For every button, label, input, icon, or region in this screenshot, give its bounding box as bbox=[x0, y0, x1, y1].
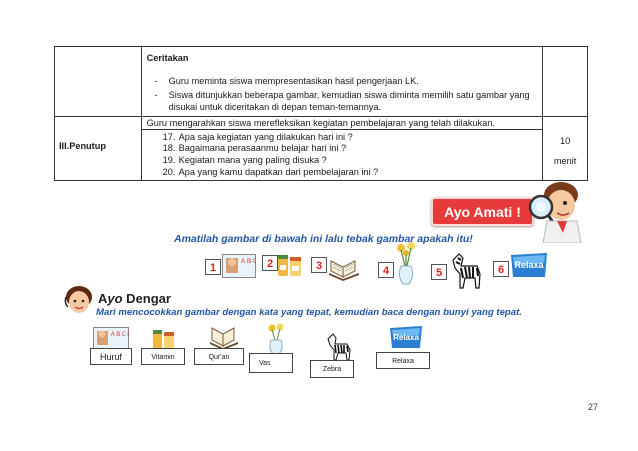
word-box-huruf[interactable]: Huruf bbox=[90, 348, 132, 365]
ayo-dengar-title: Ayo Dengar bbox=[98, 291, 171, 306]
quran-book-image bbox=[210, 327, 238, 350]
flower-vase-image bbox=[268, 323, 284, 355]
question-item: 18.Bagaimana perasaanmu belajar hari ini… bbox=[162, 143, 347, 154]
relaxa-candy-image: Relaxa bbox=[390, 326, 422, 348]
boy-magnifier-illustration bbox=[528, 182, 582, 243]
word-box-zebra[interactable]: Zebra bbox=[310, 360, 354, 378]
list-item: Siswa ditunjukkan beberapa gambar, kemud… bbox=[147, 89, 538, 114]
question-item: 19.Kegiatan mana yang paling disuka ? bbox=[162, 155, 327, 166]
number-badge: 4 bbox=[378, 262, 394, 278]
table-row: Ceritakan Guru meminta siswa mempresenta… bbox=[54, 46, 588, 117]
stage-label: III.Penutup bbox=[59, 140, 106, 151]
time-value: 10 bbox=[560, 135, 571, 146]
letters-card-image: ＡＢＣＤ bbox=[93, 327, 129, 349]
number-badge: 6 bbox=[493, 261, 509, 277]
list-item: Guru meminta siswa mempresentasikan hasi… bbox=[147, 75, 538, 88]
vitamin-bottles-image bbox=[278, 255, 301, 276]
svg-text:Relaxa: Relaxa bbox=[393, 333, 419, 342]
relaxa-candy-image: Relaxa bbox=[511, 253, 547, 277]
table-row: III.Penutup Guru mengarahkan siswa meref… bbox=[54, 115, 588, 181]
flower-vase-image bbox=[397, 242, 415, 285]
question-item: 20.Apa yang kamu dapatkan dari pembelaja… bbox=[162, 166, 379, 177]
number-badge: 5 bbox=[431, 264, 447, 280]
table-row: 17.Apa saja kegiatan yang dilakukan hari… bbox=[55, 128, 588, 181]
dengar-instruction: Mari mencocokkan gambar dengan kata yang… bbox=[96, 307, 522, 318]
zebra-image bbox=[452, 253, 481, 289]
girl-listening-illustration bbox=[64, 286, 92, 313]
word-box-relaxa[interactable]: Relaxa bbox=[376, 352, 430, 369]
lesson-table: Ceritakan Guru meminta siswa mempresenta… bbox=[54, 46, 588, 181]
letters-card-image: ＡＢＣＤ bbox=[222, 254, 256, 278]
quran-book-image bbox=[329, 260, 359, 281]
word-box-vas[interactable]: Vas bbox=[249, 353, 293, 373]
vitamin-bottles-image bbox=[153, 330, 174, 349]
number-badge: 2 bbox=[262, 255, 278, 271]
reflection-intro: Guru mengarahkan siswa merefleksikan keg… bbox=[146, 117, 495, 128]
svg-text:Relaxa: Relaxa bbox=[514, 260, 544, 270]
word-box-vitamin[interactable]: Vitamin bbox=[141, 348, 185, 365]
zebra-image bbox=[327, 333, 351, 361]
word-box-quran[interactable]: Qur'an bbox=[194, 348, 244, 365]
page-number: 27 bbox=[588, 402, 599, 412]
number-badge: 1 bbox=[205, 259, 221, 275]
number-badge: 3 bbox=[311, 257, 327, 273]
time-unit: menit bbox=[553, 155, 577, 166]
question-item: 17.Apa saja kegiatan yang dilakukan hari… bbox=[162, 131, 353, 142]
amati-instruction: Amatilah gambar di bawah ini lalu tebak … bbox=[174, 233, 473, 245]
section-heading: Ceritakan bbox=[146, 53, 189, 63]
svg-text:ＡＢＣＤ: ＡＢＣＤ bbox=[110, 331, 129, 338]
ayo-amati-banner: Ayo Amati ! bbox=[431, 197, 534, 226]
svg-text:ＡＢＣＤ: ＡＢＣＤ bbox=[240, 258, 256, 265]
